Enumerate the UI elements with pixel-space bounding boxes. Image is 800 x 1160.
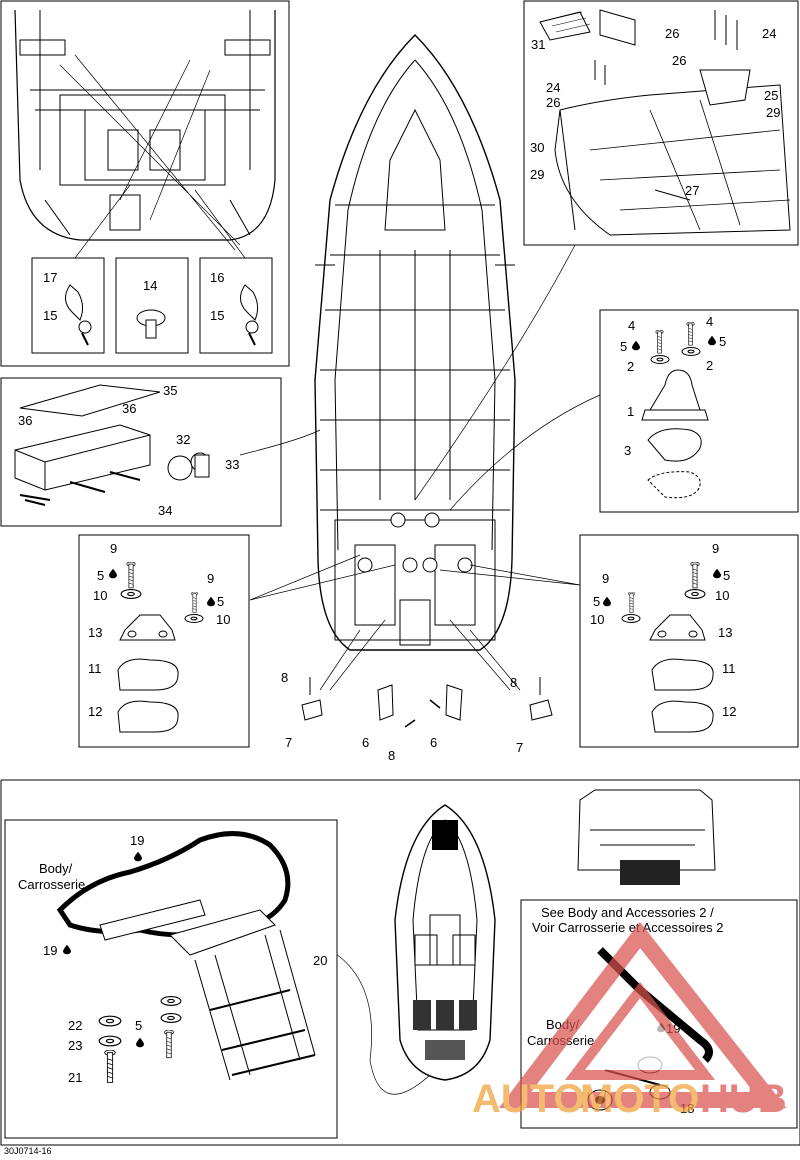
callout-26: 26 xyxy=(665,26,679,41)
body-label-line1: Body/ xyxy=(39,861,73,876)
callout-14: 14 xyxy=(143,278,157,293)
callout-8c: 8 xyxy=(388,748,395,763)
callout-31: 31 xyxy=(531,37,545,52)
callout-23: 23 xyxy=(68,1038,82,1053)
callout-10: 10 xyxy=(93,588,107,603)
callout-4b: 4 xyxy=(706,314,713,329)
callout-22: 22 xyxy=(68,1018,82,1033)
callout-4: 4 xyxy=(628,318,635,333)
callout-17: 17 xyxy=(43,270,57,285)
callout-6: 6 xyxy=(362,735,369,750)
callout-5d: 5 xyxy=(593,594,600,609)
callout-13: 13 xyxy=(88,625,102,640)
watermark-auto: AUTO xyxy=(472,1077,585,1121)
callout-2: 2 xyxy=(627,359,634,374)
callout-11b: 11 xyxy=(722,661,736,676)
callout-27: 27 xyxy=(685,183,699,198)
callout-7: 7 xyxy=(285,735,292,750)
callout-16: 16 xyxy=(210,270,224,285)
callout-33: 33 xyxy=(225,457,239,472)
callout-5f: 5 xyxy=(719,334,726,349)
callout-29: 29 xyxy=(766,105,780,120)
callout-5e: 5 xyxy=(620,339,627,354)
callout-labels: 17 14 16 15 15 35 36 36 32 33 34 9 5 10 … xyxy=(18,26,780,1116)
panel-rear-storage xyxy=(0,0,290,367)
callout-10d: 10 xyxy=(590,612,604,627)
callout-9d: 9 xyxy=(602,571,609,586)
panel-boarding-ladder xyxy=(0,779,800,1146)
callout-30: 30 xyxy=(530,140,544,155)
callout-34: 34 xyxy=(158,503,172,518)
callout-5g: 5 xyxy=(135,1018,142,1033)
watermark-hub: HUB xyxy=(700,1077,787,1121)
callout-2b: 2 xyxy=(706,358,713,373)
callout-8b: 8 xyxy=(510,675,517,690)
callout-24: 24 xyxy=(762,26,776,41)
callout-9c: 9 xyxy=(712,541,719,556)
callout-26c: 26 xyxy=(546,95,560,110)
callout-35: 35 xyxy=(163,383,177,398)
boat-top-view xyxy=(394,804,496,1081)
callout-24b: 24 xyxy=(546,80,560,95)
callout-7b: 7 xyxy=(516,740,523,755)
leader-lines xyxy=(239,244,601,1095)
panel-engine-mount-right xyxy=(579,534,799,748)
callout-10c: 10 xyxy=(715,588,729,603)
callout-15b: 15 xyxy=(210,308,224,323)
callout-25: 25 xyxy=(764,88,778,103)
callout-5b: 5 xyxy=(217,594,224,609)
callout-20: 20 xyxy=(313,953,327,968)
callout-10b: 10 xyxy=(216,612,230,627)
watermark-moto: MOTO xyxy=(580,1077,699,1121)
watermark-logo: AUTO MOTO HUB xyxy=(472,921,787,1121)
callout-5c: 5 xyxy=(723,568,730,583)
callout-1: 1 xyxy=(627,404,634,419)
panel-bumpers xyxy=(523,0,799,246)
hull-brackets xyxy=(301,677,553,728)
callout-11: 11 xyxy=(88,661,102,676)
callout-9b: 9 xyxy=(207,571,214,586)
callout-36b: 36 xyxy=(18,413,32,428)
callout-26b: 26 xyxy=(672,53,686,68)
callout-8: 8 xyxy=(281,670,288,685)
see-body-line1: See Body and Accessories 2 / xyxy=(541,905,714,920)
callout-12: 12 xyxy=(88,704,102,719)
diagram-code: 30J0714-16 xyxy=(4,1146,52,1156)
callout-29b: 29 xyxy=(530,167,544,182)
callout-32: 32 xyxy=(176,432,190,447)
callout-9: 9 xyxy=(110,541,117,556)
hull-top-view xyxy=(314,34,516,651)
panel-engine-mount-left xyxy=(78,534,250,748)
callout-21: 21 xyxy=(68,1070,82,1085)
see-body-line2: Voir Carrosserie et Accessoires 2 xyxy=(532,920,723,935)
callout-3: 3 xyxy=(624,443,631,458)
callout-12b: 12 xyxy=(722,704,736,719)
callout-13b: 13 xyxy=(718,625,732,640)
callout-15: 15 xyxy=(43,308,57,323)
callout-5: 5 xyxy=(97,568,104,583)
callout-36: 36 xyxy=(122,401,136,416)
callout-19: 19 xyxy=(130,833,144,848)
panel-storage-tray xyxy=(0,377,282,527)
callout-19b: 19 xyxy=(43,943,57,958)
body-label-line2: Carrosserie xyxy=(18,877,85,892)
callout-6b: 6 xyxy=(430,735,437,750)
panel-front-mount xyxy=(599,309,799,513)
